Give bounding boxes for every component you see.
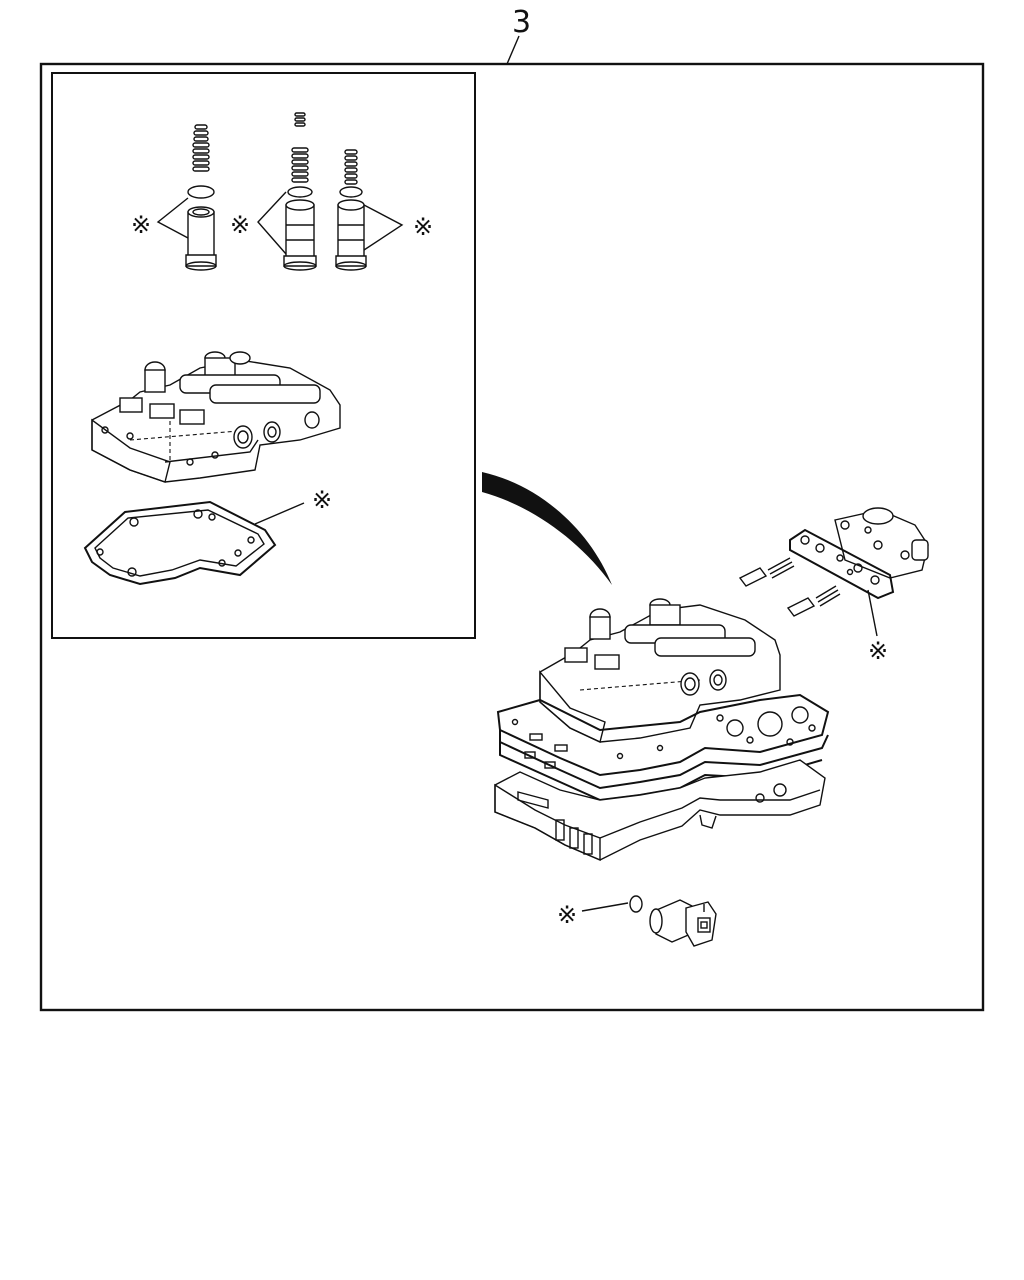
part-marker-5: ※ — [868, 637, 888, 665]
solenoid-o-ring — [629, 895, 643, 913]
pin-spring-lower — [786, 585, 841, 617]
leader-4 — [254, 502, 305, 525]
part-marker-3: ※ — [413, 213, 433, 241]
leader-3 — [363, 204, 404, 251]
separator-plate-small — [789, 528, 895, 600]
pin-spring-upper — [738, 557, 795, 587]
outer-frame — [39, 62, 985, 1012]
leader-6 — [581, 902, 629, 912]
part-marker-4: ※ — [312, 486, 332, 514]
shift-solenoid — [629, 895, 717, 947]
callout-arrow — [482, 472, 612, 585]
spring-left — [192, 124, 210, 172]
leader-2 — [257, 191, 287, 255]
leader-5 — [867, 589, 878, 637]
callout-leader — [506, 35, 520, 65]
leader-1 — [156, 197, 189, 239]
o-ring — [187, 185, 215, 199]
spring-middle — [291, 112, 309, 183]
solenoid-assembly — [834, 507, 929, 579]
valve-sleeve-left — [185, 124, 217, 271]
part-marker-2: ※ — [230, 211, 250, 239]
valve-sleeve-right — [335, 149, 367, 271]
callout-number: 3 — [512, 5, 531, 40]
valve-sleeve-middle — [283, 112, 317, 271]
lower-valve-body-main — [494, 759, 826, 862]
inset-frame — [51, 72, 476, 639]
gasket-inset — [83, 500, 277, 586]
upper-valve-body-inset — [91, 351, 341, 483]
part-marker-1: ※ — [131, 211, 151, 239]
spring-right — [344, 149, 358, 185]
part-marker-6: ※ — [557, 901, 577, 929]
upper-valve-body-main — [539, 598, 781, 743]
